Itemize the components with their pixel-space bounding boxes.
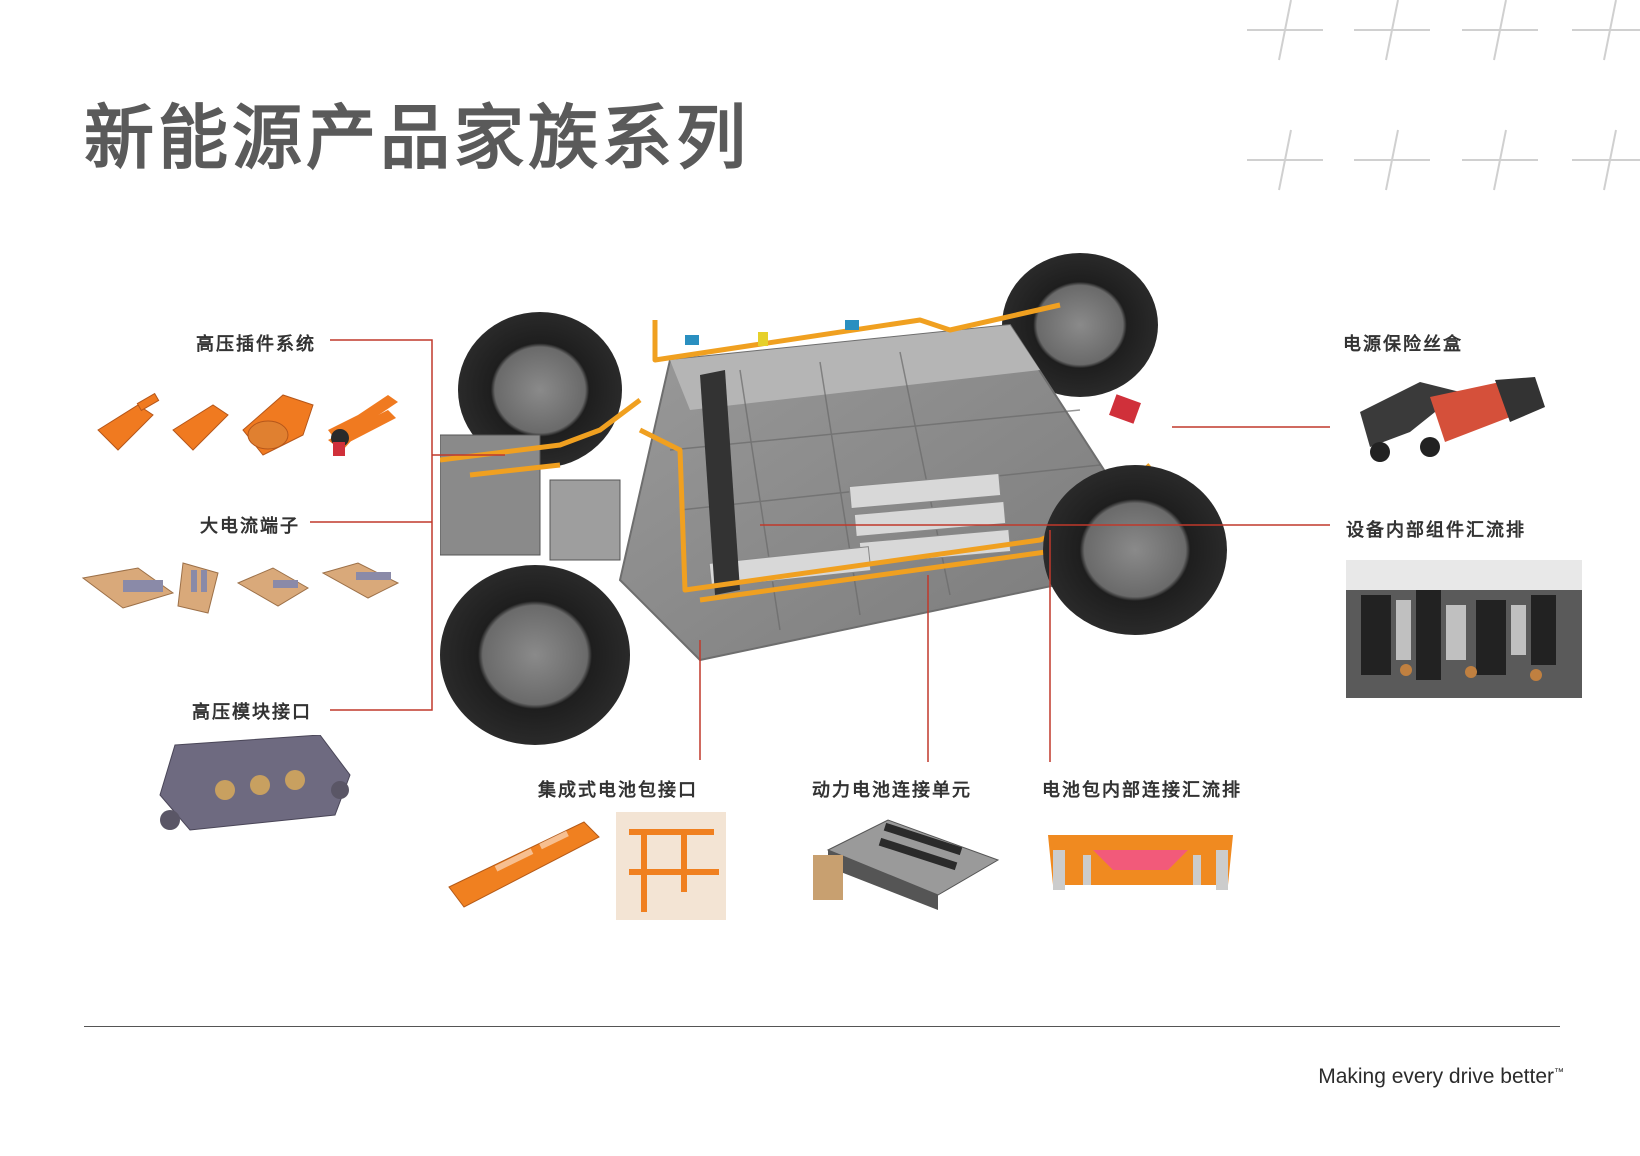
device-busbar-image bbox=[1346, 560, 1582, 698]
label-hv-connector-system: 高压插件系统 bbox=[196, 334, 316, 355]
rear-left-tire bbox=[458, 312, 622, 468]
footer-divider bbox=[84, 1026, 1560, 1027]
label-high-current-terminal: 大电流端子 bbox=[200, 516, 300, 537]
label-fuse-box: 电源保险丝盒 bbox=[1343, 334, 1463, 355]
front-right-tire bbox=[1043, 465, 1227, 635]
hv-connector-product-images bbox=[97, 392, 398, 456]
battery-busbar-image bbox=[1048, 835, 1233, 890]
high-current-terminal-images bbox=[81, 562, 400, 614]
label-device-busbar: 设备内部组件汇流排 bbox=[1346, 520, 1526, 541]
decorative-cross-pattern bbox=[1247, 0, 1640, 191]
ev-chassis-illustration bbox=[440, 253, 1227, 745]
tagline-text: Making every drive better bbox=[1318, 1065, 1554, 1088]
page-title: 新能源产品家族系列 bbox=[84, 97, 750, 179]
label-battery-busbar: 电池包内部连接汇流排 bbox=[1042, 780, 1242, 801]
footer-tagline: Making every drive better™ bbox=[1318, 1065, 1564, 1089]
front-left-tire bbox=[440, 565, 630, 745]
trademark-symbol: ™ bbox=[1554, 1067, 1564, 1078]
fuse-box-image bbox=[1360, 377, 1545, 462]
label-battery-connection-unit: 动力电池连接单元 bbox=[812, 780, 972, 801]
label-hv-module-interface: 高压模块接口 bbox=[192, 702, 312, 723]
hv-module-interface-image bbox=[159, 735, 351, 831]
label-integrated-battery-interface: 集成式电池包接口 bbox=[538, 780, 698, 801]
battery-connection-unit-image bbox=[813, 819, 1000, 910]
rear-right-tire bbox=[1002, 253, 1158, 397]
integrated-battery-interface-images bbox=[448, 812, 726, 920]
